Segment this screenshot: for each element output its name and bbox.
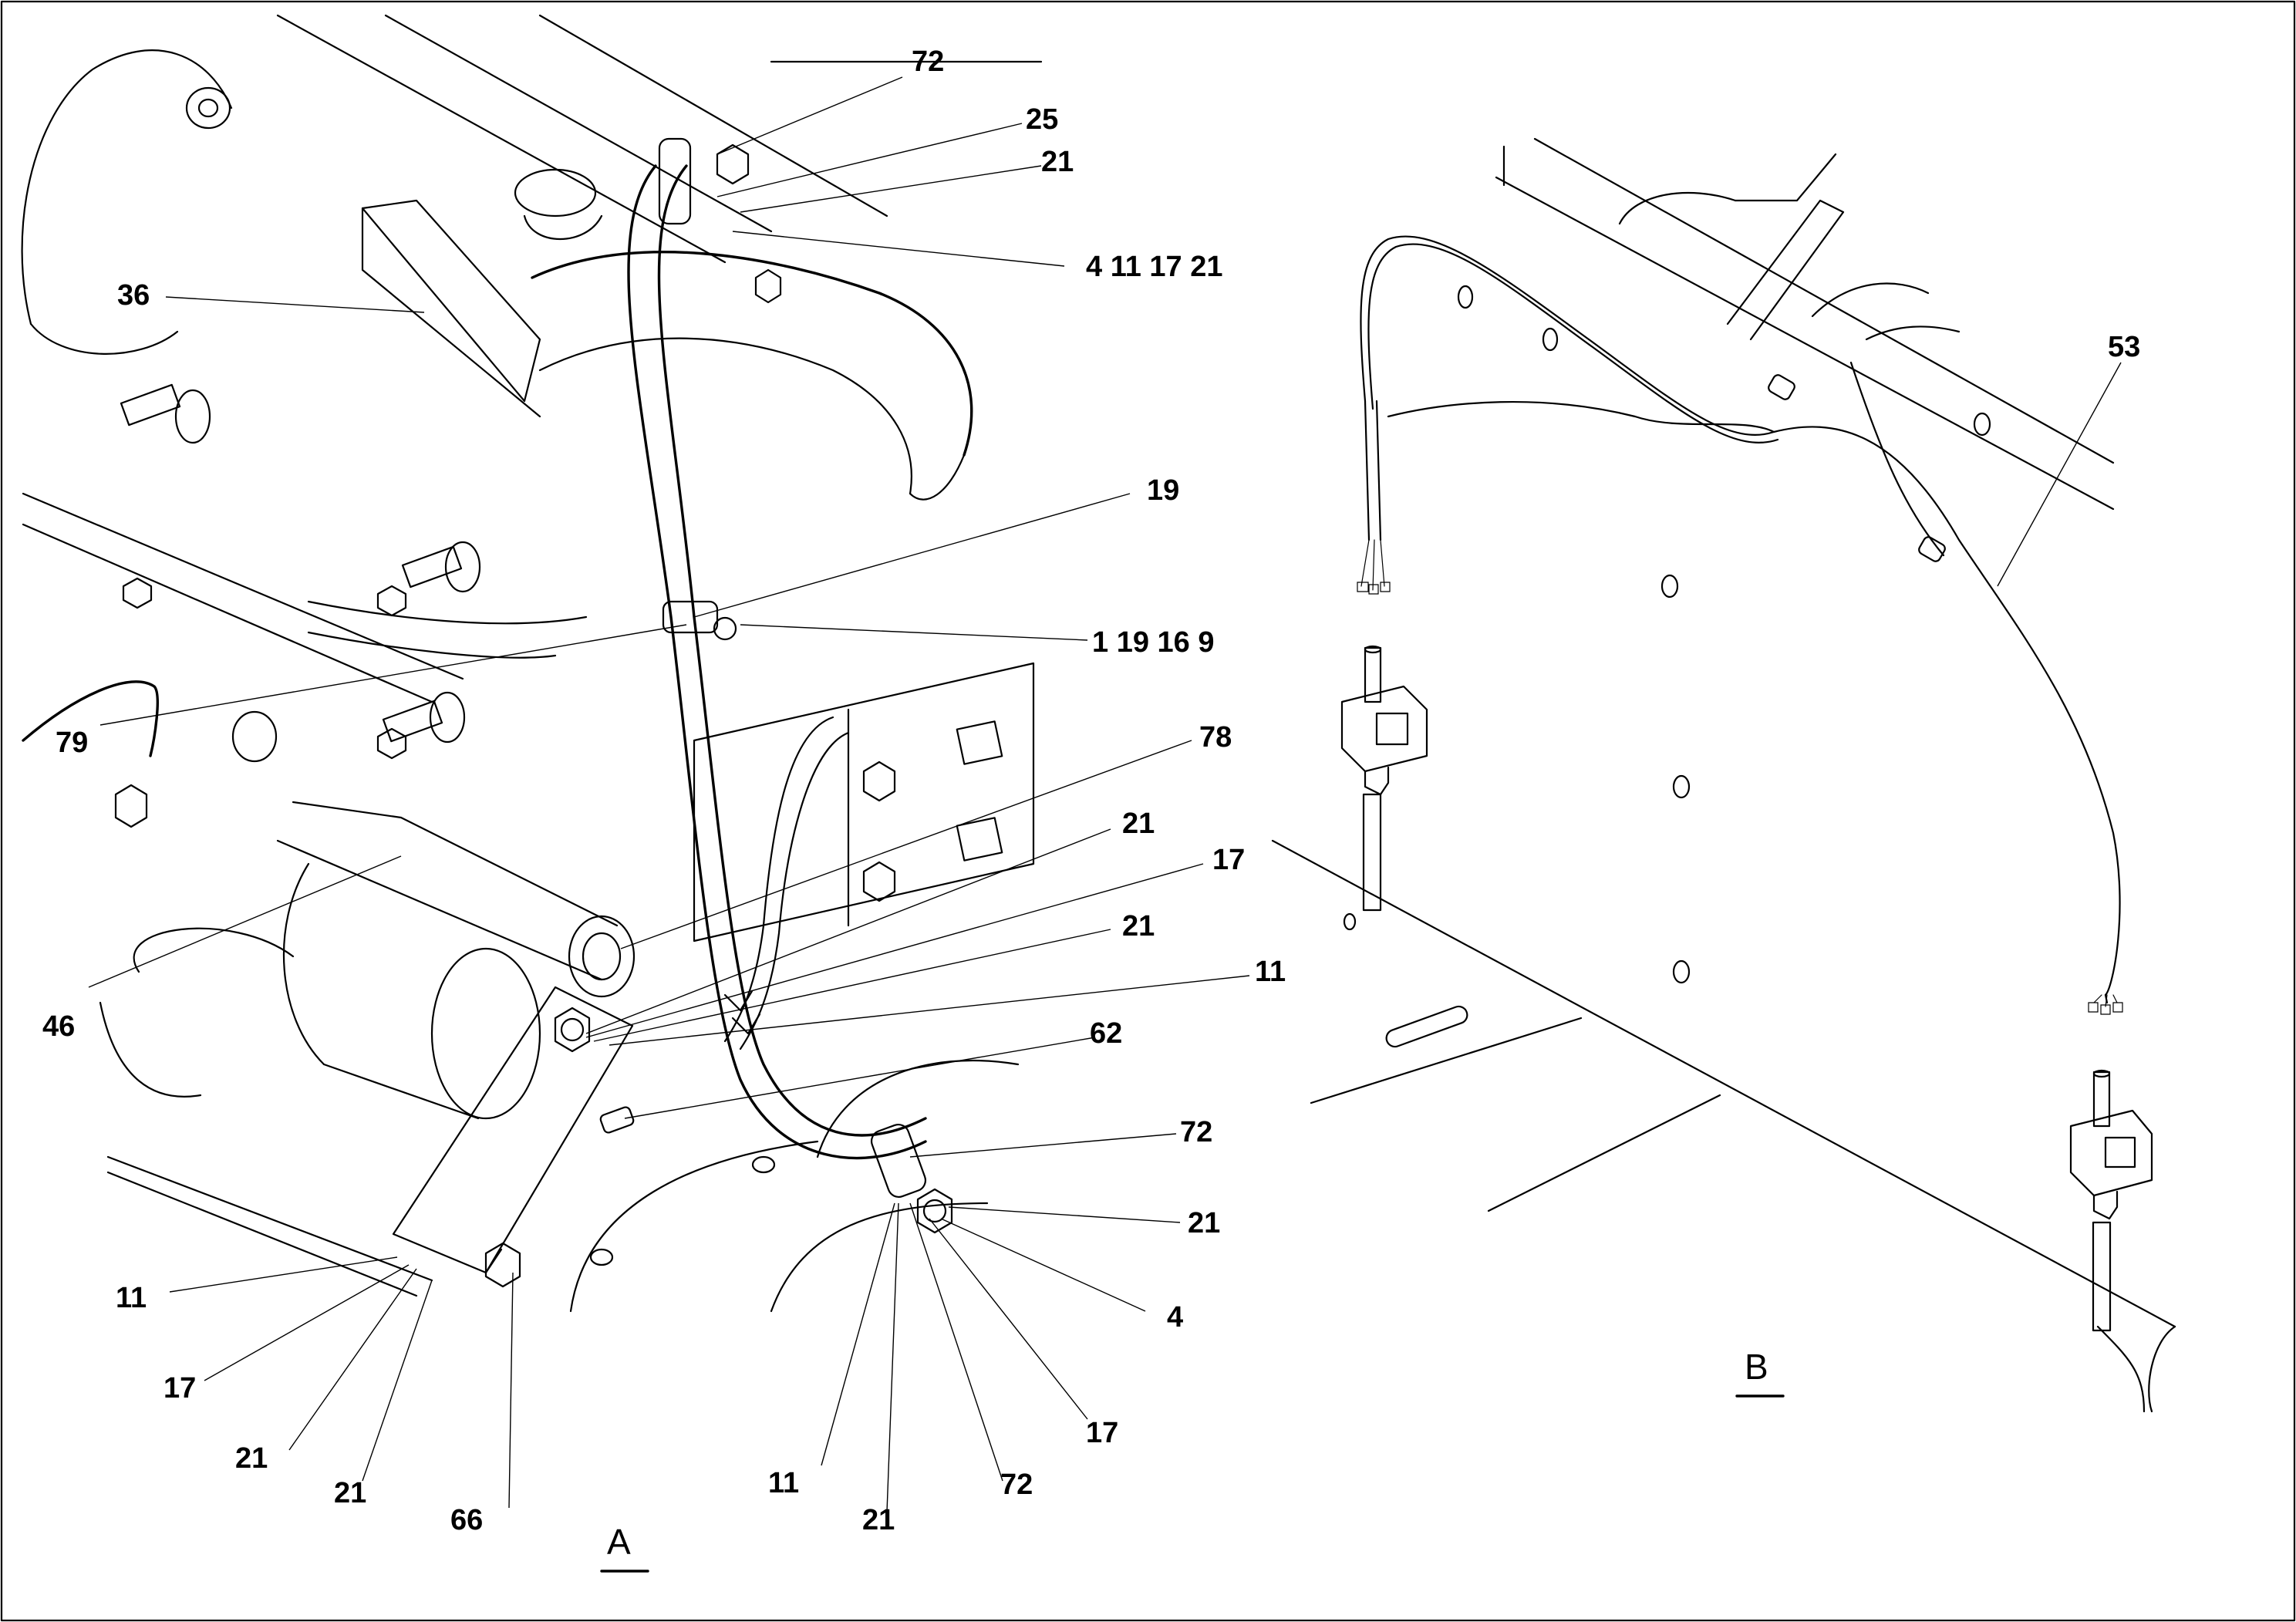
callout-21-left-a: 21 xyxy=(235,1442,268,1475)
callout-53: 53 xyxy=(2108,331,2140,363)
view-label-a: A xyxy=(607,1522,631,1562)
callout-21-low: 21 xyxy=(862,1504,895,1536)
callout-17-mid: 17 xyxy=(1212,844,1245,876)
callout-72-mid: 72 xyxy=(1180,1116,1212,1148)
callout-21-mid2: 21 xyxy=(1122,910,1155,943)
view-labels: A B xyxy=(600,1347,1785,1573)
callout-11-low: 11 xyxy=(768,1467,799,1499)
callout-19: 19 xyxy=(1147,474,1179,507)
view-a-drawing xyxy=(21,14,1043,1313)
callout-labels: 72 25 21 4 11 17 21 36 19 1 19 16 9 79 7… xyxy=(42,46,2140,1536)
callout-21-top: 21 xyxy=(1041,146,1074,178)
callout-11-left: 11 xyxy=(116,1282,147,1314)
callout-11-mid: 11 xyxy=(1255,956,1286,988)
callout-79: 79 xyxy=(56,727,88,759)
view-label-b: B xyxy=(1745,1347,1768,1387)
callout-36: 36 xyxy=(117,279,150,312)
callout-78: 78 xyxy=(1199,721,1232,754)
callout-4-low: 4 xyxy=(1167,1301,1183,1334)
callout-72-top: 72 xyxy=(912,46,944,78)
callout-72-low: 72 xyxy=(1000,1469,1033,1501)
callout-21-right: 21 xyxy=(1188,1207,1220,1239)
callout-21-mid1: 21 xyxy=(1122,808,1155,840)
callout-4-11-17-21: 4 11 17 21 xyxy=(1086,251,1223,283)
callout-21-left-b: 21 xyxy=(334,1477,366,1509)
callout-17-left: 17 xyxy=(164,1372,196,1404)
callout-62: 62 xyxy=(1090,1017,1122,1050)
callout-17-low-right: 17 xyxy=(1086,1417,1118,1449)
view-b-drawing xyxy=(1271,137,2176,1413)
callout-46: 46 xyxy=(42,1010,75,1043)
callout-66: 66 xyxy=(450,1504,483,1536)
callout-25: 25 xyxy=(1026,103,1058,136)
leader-lines xyxy=(88,76,2122,1512)
callout-1-19-16-9: 1 19 16 9 xyxy=(1092,626,1214,659)
